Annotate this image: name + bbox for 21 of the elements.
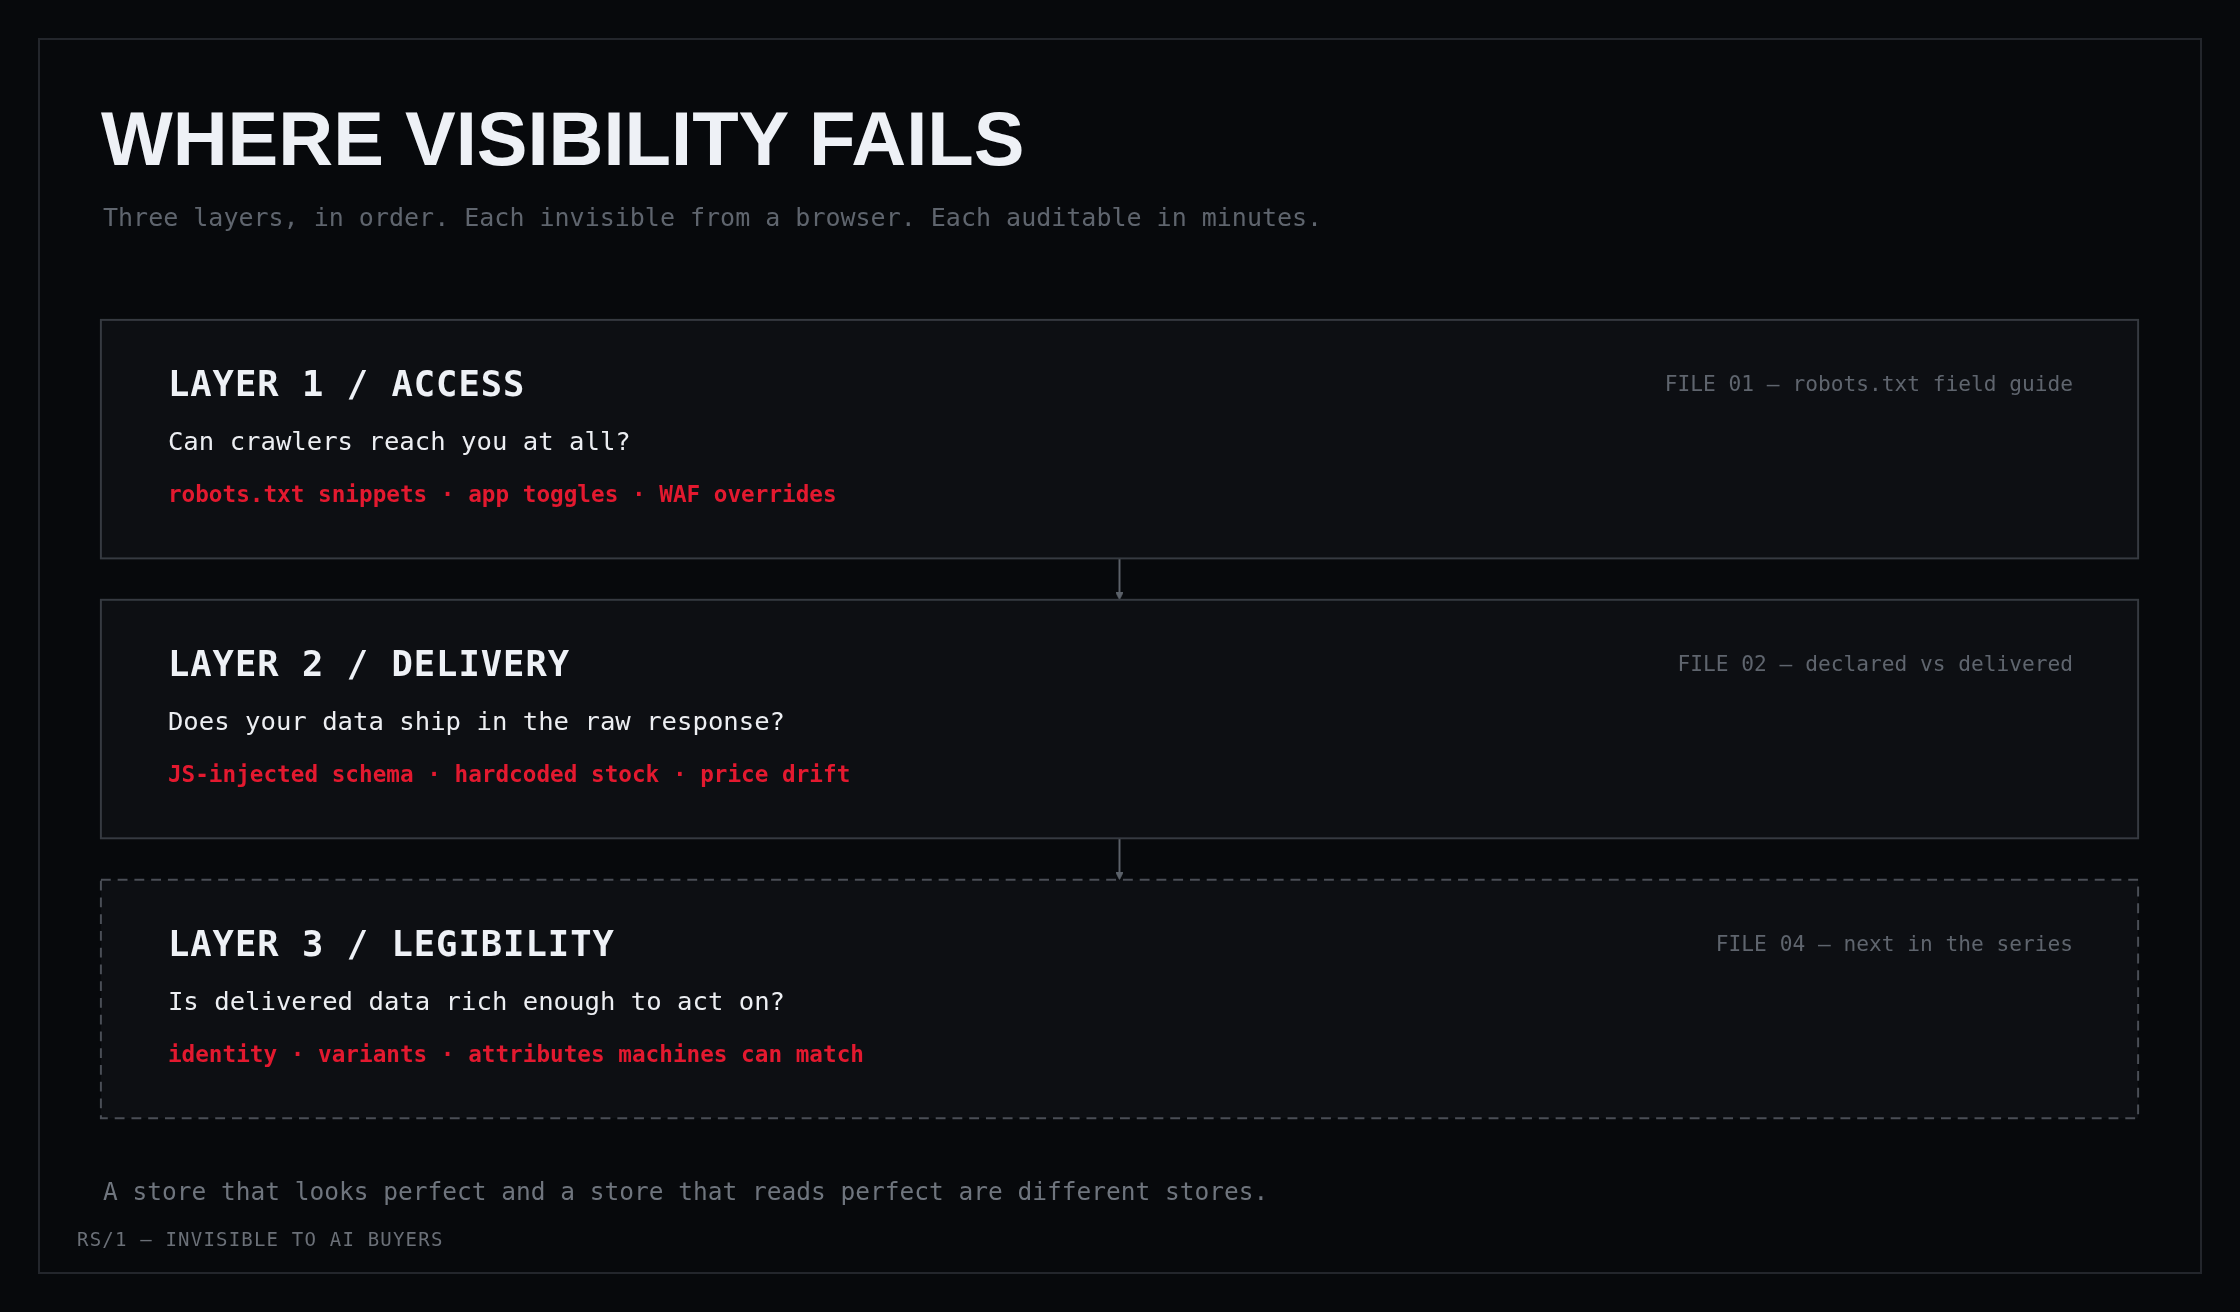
arrow xyxy=(1115,557,1124,601)
node-box xyxy=(99,598,2140,840)
title: WHERE VISIBILITY FAILS xyxy=(101,101,1025,177)
tag-list: JS-injected schema · hardcoded stock · price drift xyxy=(167,758,2074,790)
file-reference: FILE 02 — declared vs delivered xyxy=(1677,649,2074,678)
arrow xyxy=(1115,837,1124,881)
layer-heading: LAYER 3 / LEGIBILITY xyxy=(167,922,615,965)
node-box xyxy=(99,878,2140,1120)
layer-heading: LAYER 2 / DELIVERY xyxy=(167,642,571,685)
tag-list: identity · variants · attributes machines can match xyxy=(167,1038,2074,1070)
question-text: Can crawlers reach you at all? xyxy=(167,425,632,458)
subtitle: Three layers, in order. Each invisible from a browser. Each auditable in minutes. xyxy=(103,204,1323,232)
caption: A store that looks perfect and a store that reads perfect are different stores. xyxy=(103,1179,1269,1206)
file-reference: FILE 01 — robots.txt field guide xyxy=(1664,369,2074,398)
footer-label: RS/1 — INVISIBLE TO AI BUYERS xyxy=(77,1229,444,1250)
node-box xyxy=(99,318,2140,560)
tag-list: robots.txt snippets · app toggles · WAF overrides xyxy=(167,478,2074,511)
question-text: Does your data ship in the raw response? xyxy=(167,705,787,738)
file-reference: FILE 04 — next in the series xyxy=(1715,929,2074,958)
question-text: Is delivered data rich enough to act on? xyxy=(167,985,787,1018)
layer-heading: LAYER 1 / ACCESS xyxy=(167,362,526,405)
